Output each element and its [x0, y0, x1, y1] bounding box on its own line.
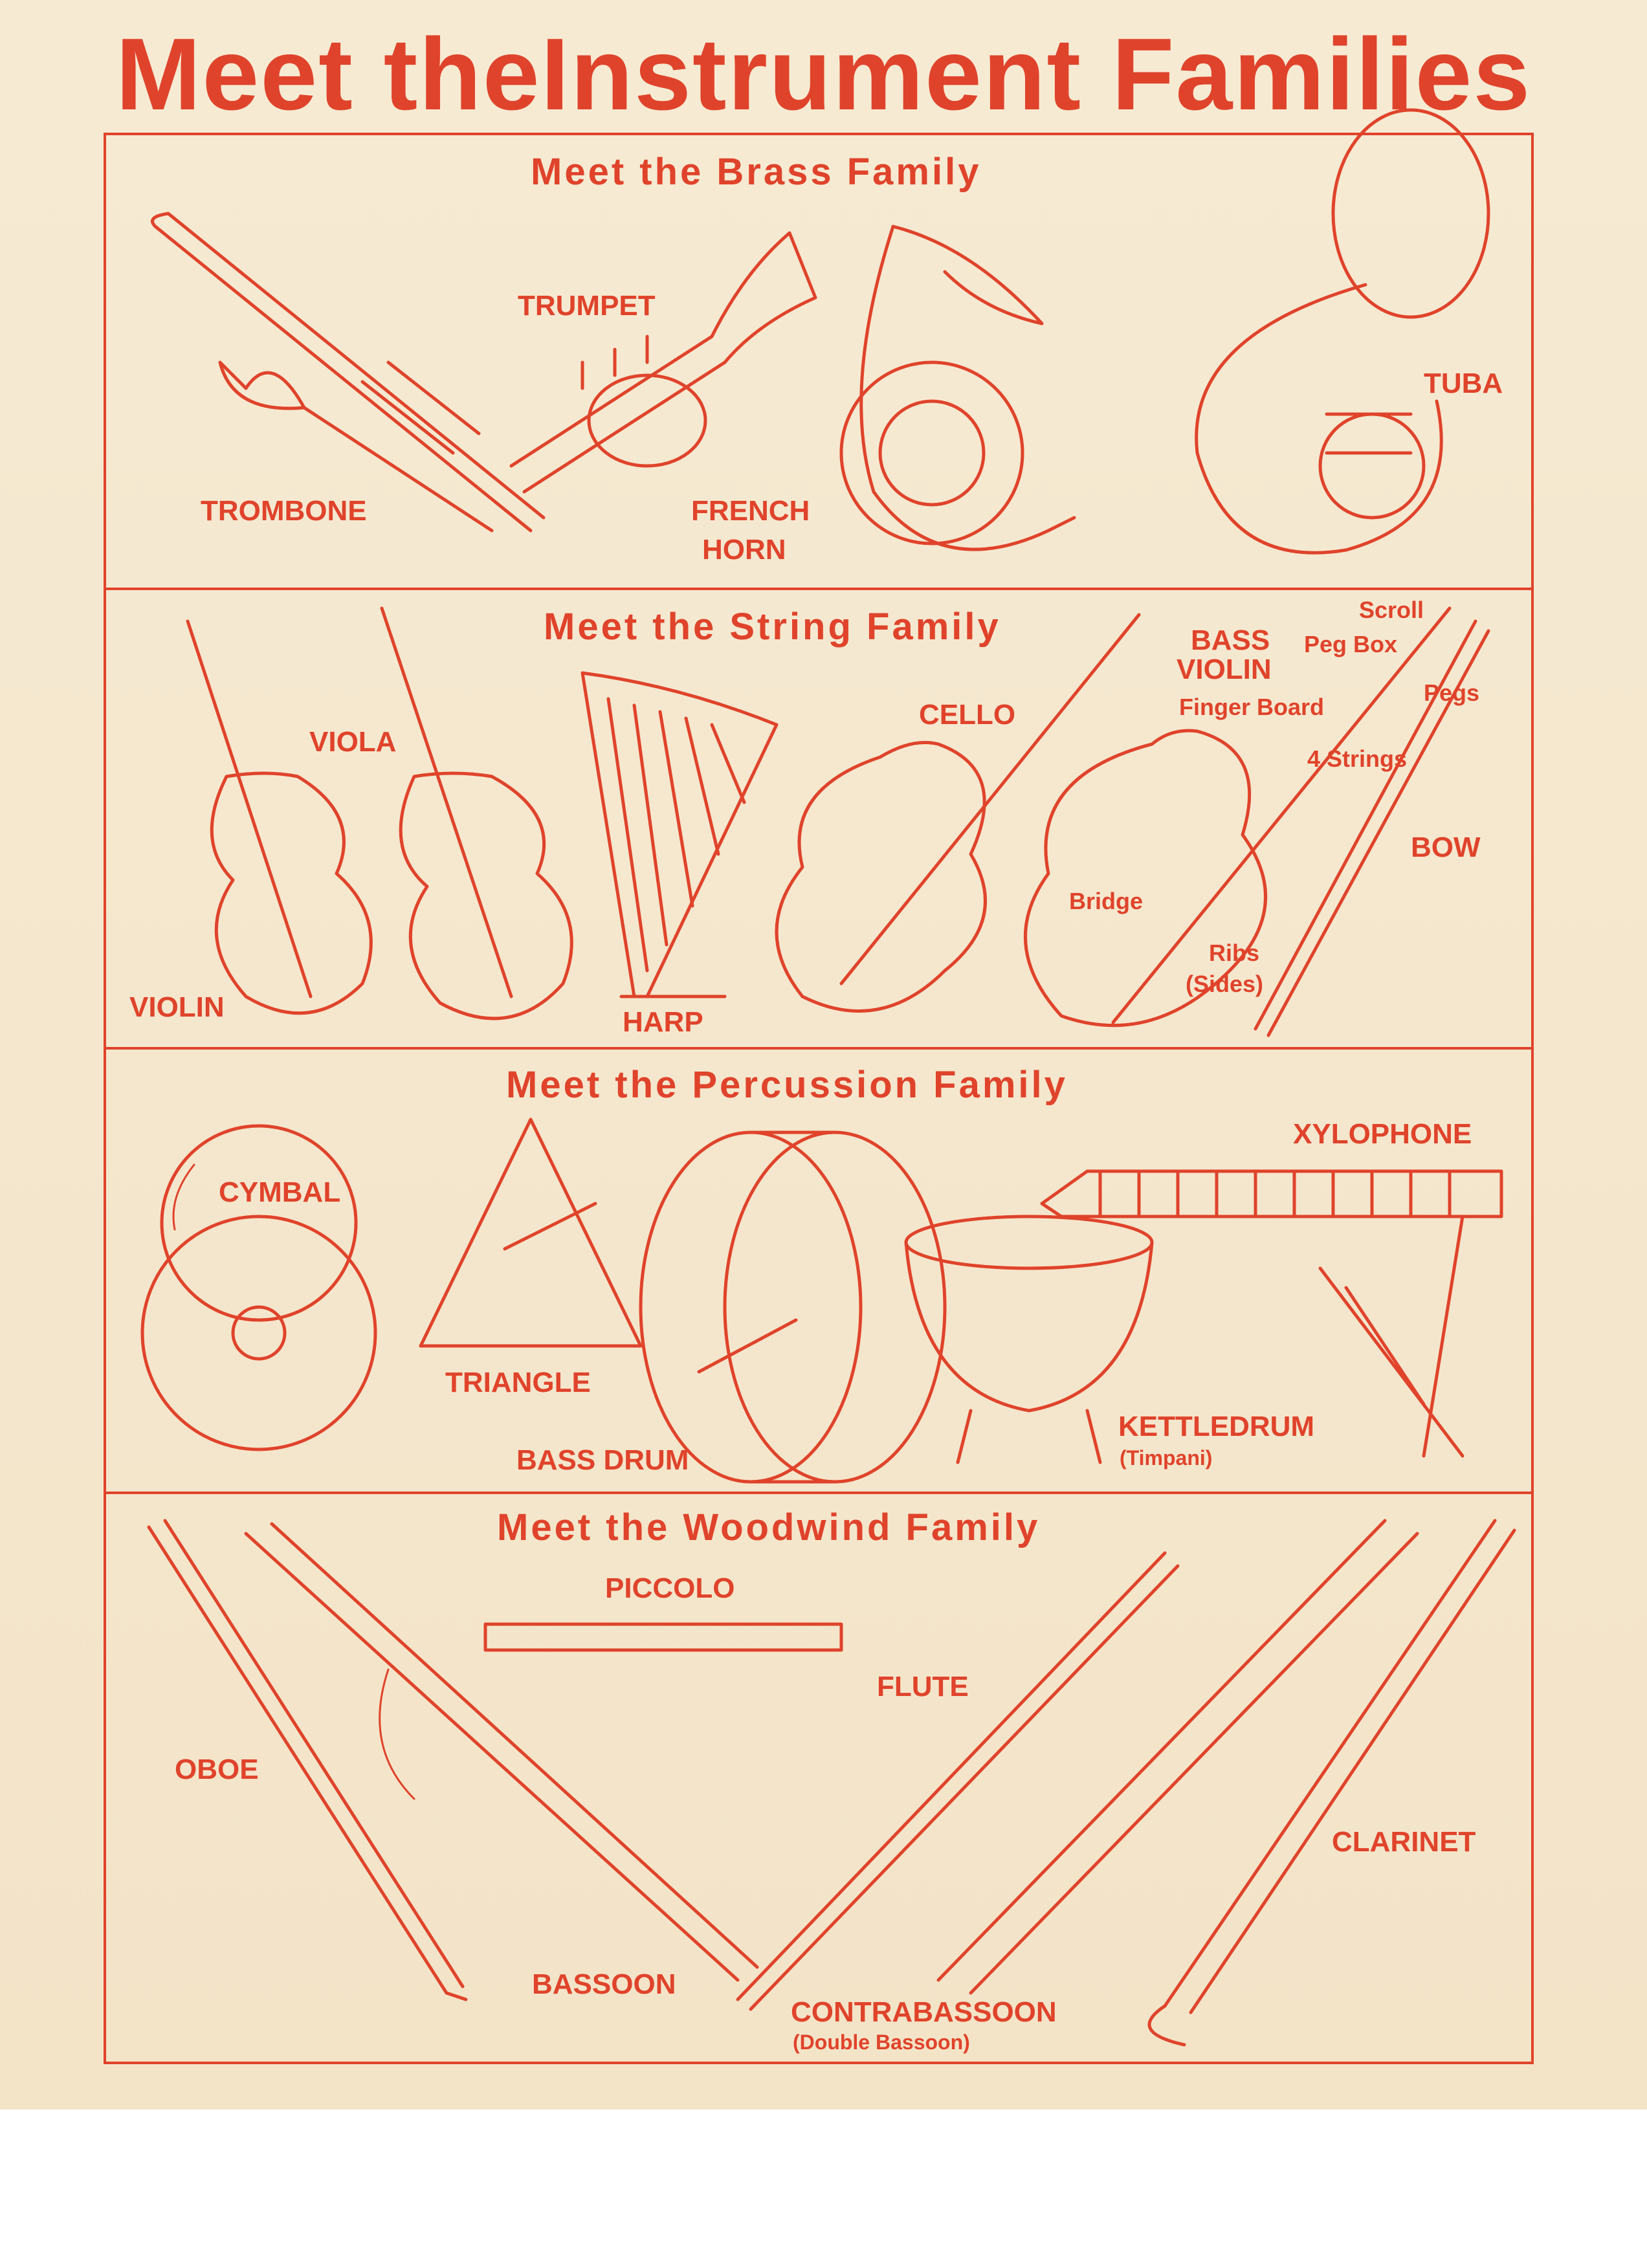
trombone-label: TROMBONE: [201, 495, 367, 527]
ribs-label: Ribs: [1209, 940, 1260, 966]
brass-heading: Meet the Brass Family: [531, 151, 982, 193]
piccolo-label: PICCOLO: [605, 1572, 735, 1604]
page-title: Meet theInstrument Families: [115, 17, 1532, 131]
french-horn-label-line2: HORN: [702, 534, 786, 566]
bridge-label: Bridge: [1069, 888, 1144, 914]
tuba-label: TUBA: [1424, 368, 1503, 399]
scan-margin: [0, 2109, 1647, 2268]
cymbal-label: CYMBAL: [219, 1176, 341, 1208]
xylophone-label: XYLOPHONE: [1293, 1118, 1472, 1150]
percussion-heading: Meet the Percussion Family: [506, 1064, 1068, 1106]
section-divider: [104, 1047, 1534, 1050]
contrabassoon-label: CONTRABASSOON: [791, 1996, 1057, 2028]
oboe-label: OBOE: [175, 1754, 259, 1785]
timpani-label: (Timpani): [1120, 1446, 1213, 1470]
bass-drum-label: BASS DRUM: [516, 1444, 689, 1476]
four-strings-label: 4 Strings: [1307, 745, 1408, 772]
french-horn-label-line1: FRENCH: [691, 495, 810, 527]
pegs-label: Pegs: [1424, 679, 1480, 706]
cello-label: CELLO: [919, 699, 1016, 731]
flute-label: FLUTE: [877, 1671, 969, 1702]
kettledrum-label: KETTLEDRUM: [1118, 1411, 1315, 1442]
trumpet-label: TRUMPET: [518, 290, 656, 322]
section-divider: [104, 588, 1534, 590]
scroll-label: Scroll: [1359, 597, 1424, 623]
triangle-label: TRIANGLE: [445, 1367, 591, 1398]
sides-label: (Sides): [1186, 971, 1264, 997]
double-bassoon-label: (Double Bassoon): [793, 2031, 970, 2054]
finger-board-label: Finger Board: [1179, 694, 1325, 720]
violin-label: VIOLIN: [129, 991, 225, 1023]
bass-violin-label-line1: BASS: [1191, 624, 1270, 656]
woodwind-heading: Meet the Woodwind Family: [497, 1506, 1041, 1548]
section-divider: [104, 1492, 1534, 1494]
bow-label: BOW: [1411, 831, 1481, 863]
peg-box-label: Peg Box: [1304, 631, 1398, 657]
clarinet-label: CLARINET: [1332, 1826, 1476, 1858]
viola-label: VIOLA: [309, 726, 397, 758]
harp-label: HARP: [623, 1006, 703, 1038]
bass-violin-label-line2: VIOLIN: [1177, 654, 1272, 685]
bassoon-label: BASSOON: [532, 1968, 676, 2000]
string-heading: Meet the String Family: [544, 606, 1001, 648]
poster-frame: [104, 133, 1534, 2064]
